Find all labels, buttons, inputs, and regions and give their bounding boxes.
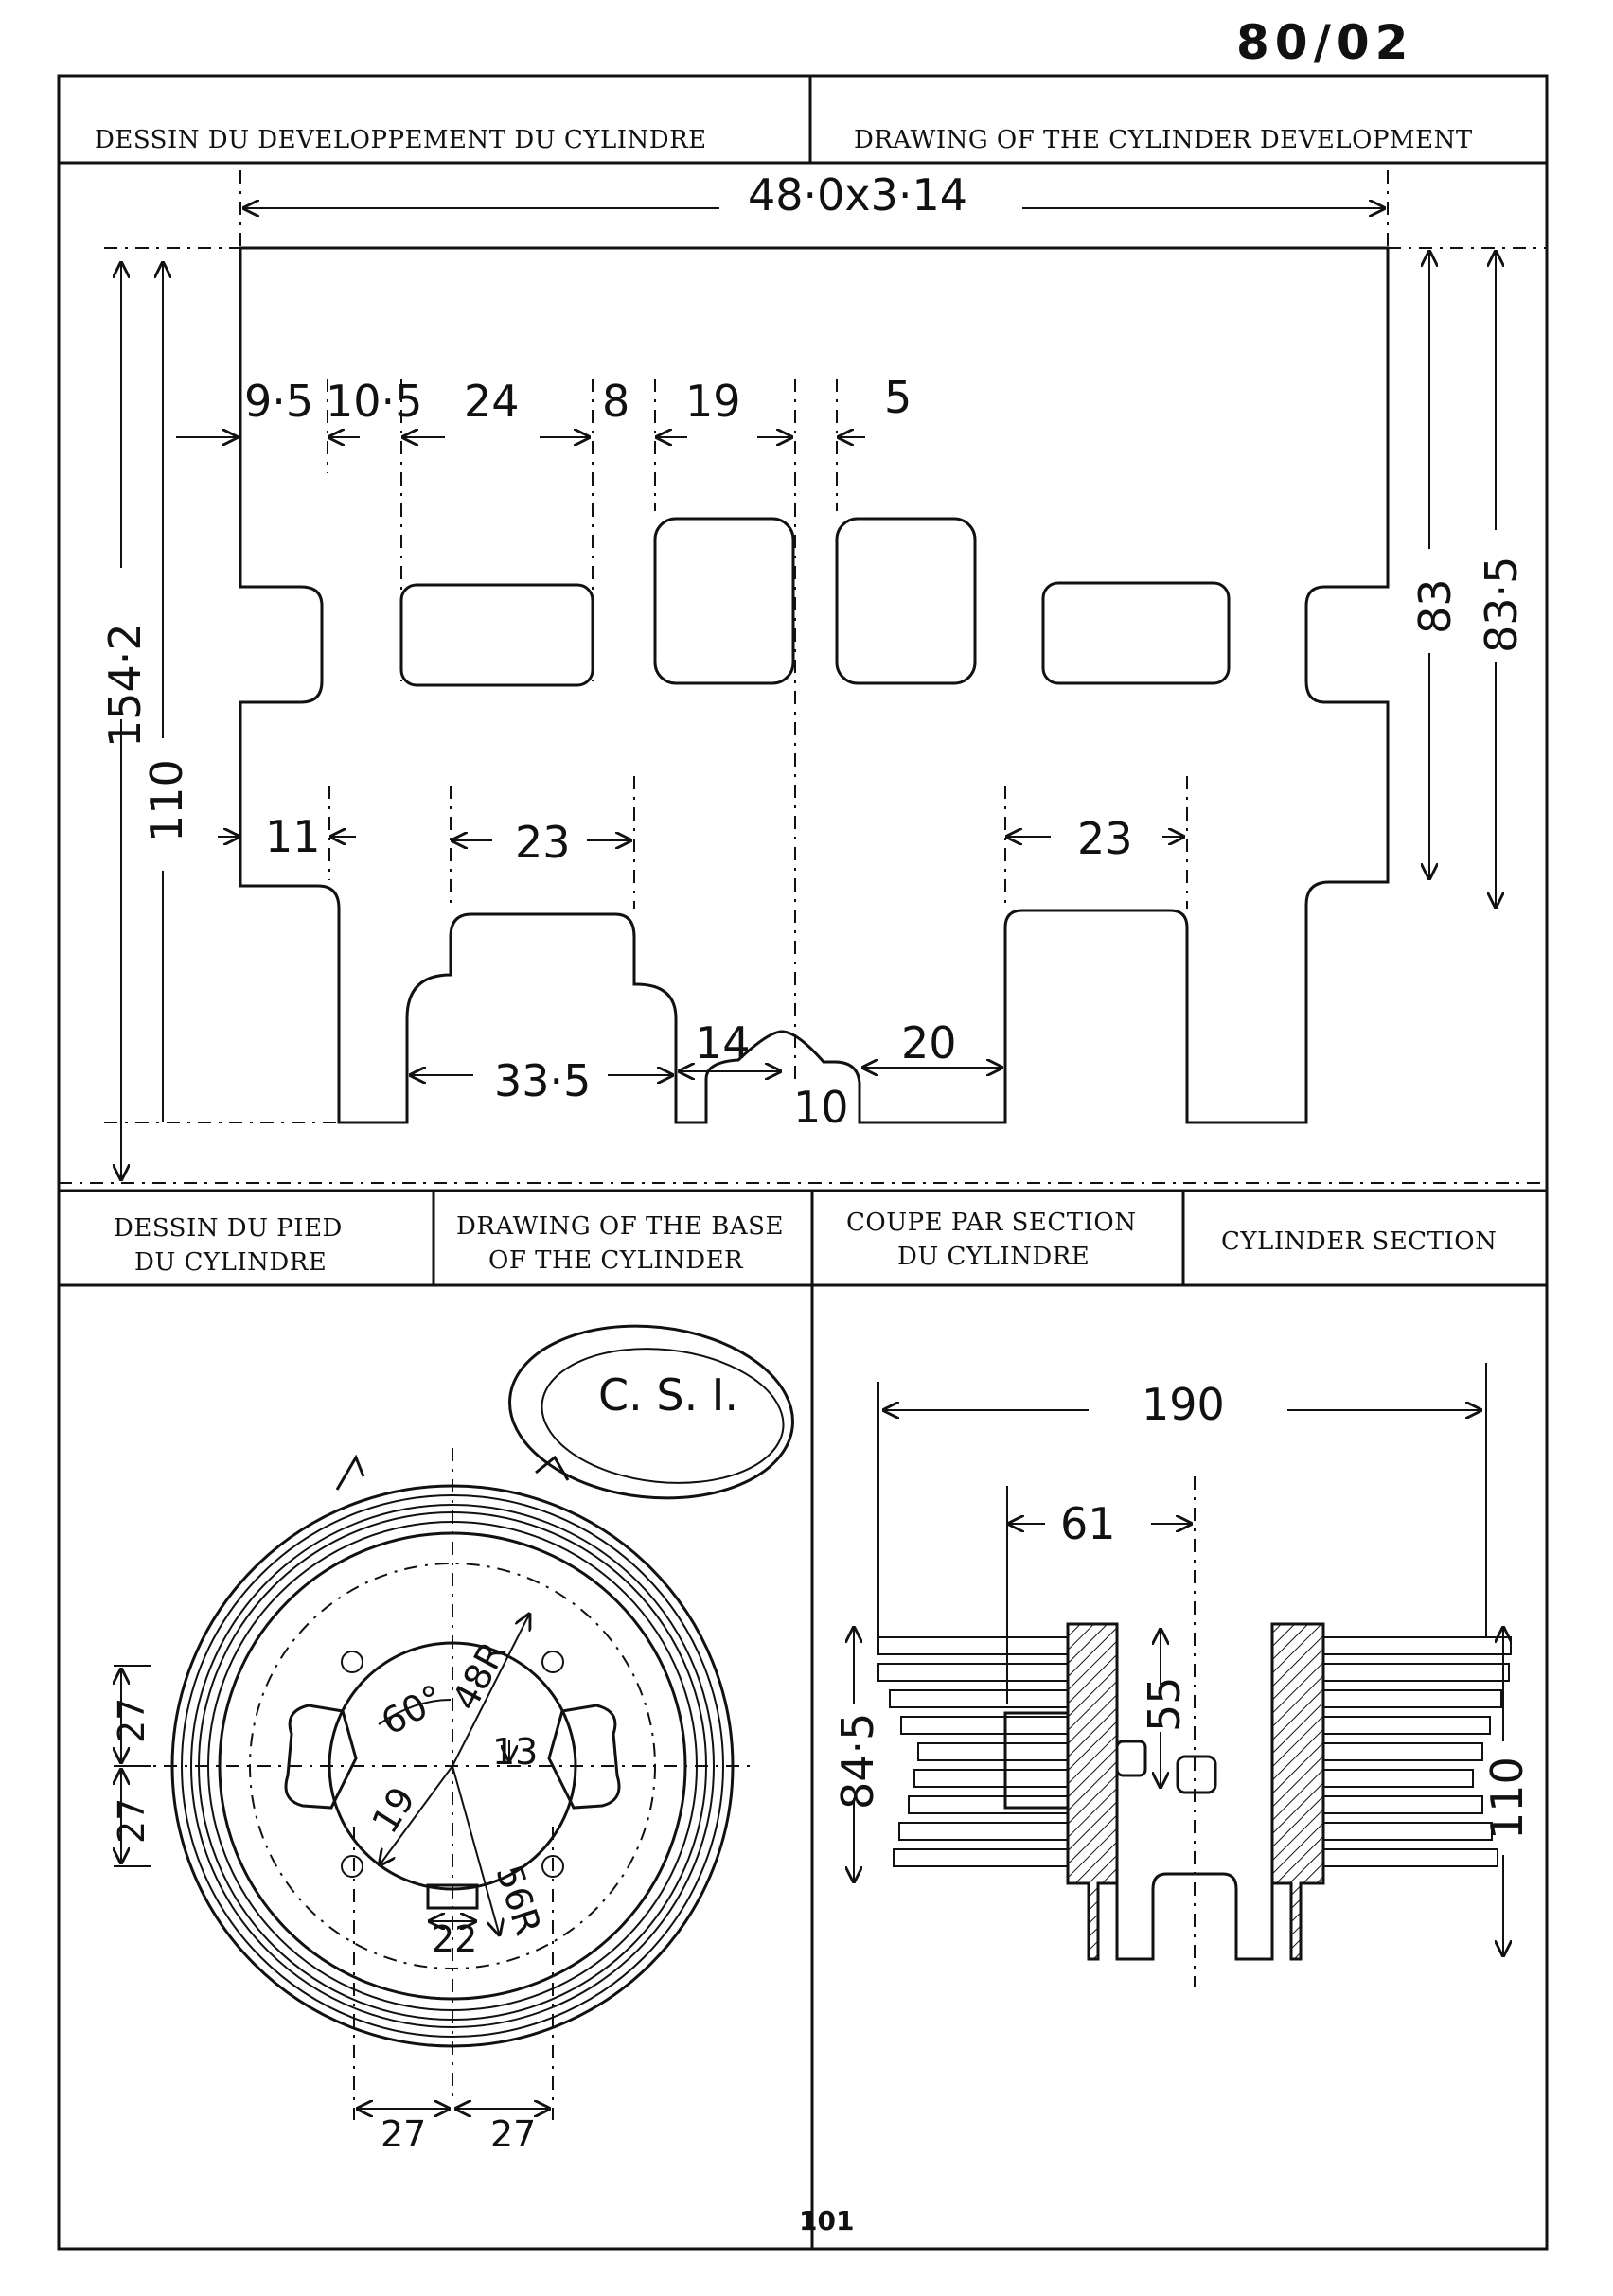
dim-5: 5 (884, 372, 912, 423)
dim-9-5: 9·5 (244, 376, 313, 427)
dim-23-right: 23 (1077, 813, 1133, 864)
dim-8: 8 (602, 376, 629, 427)
stamp: C. S. I. (508, 1324, 794, 1500)
header-base-en-line1: DRAWING OF THE BASE (456, 1212, 784, 1241)
dim-19-base: 19 (363, 1779, 423, 1840)
sheet-number: 80/02 (1236, 15, 1413, 70)
dim-27-horizontal-right: 27 (490, 2113, 536, 2155)
dim-10-5: 10·5 (326, 376, 422, 427)
dim-total-width: 48·0x3·14 (748, 169, 967, 221)
dim-right-83: 83 (1409, 578, 1461, 634)
stamp-text: C. S. I. (598, 1369, 738, 1421)
dim-27-vertical-lower: 27 (111, 1798, 152, 1844)
dim-13: 13 (492, 1731, 538, 1773)
dim-27-vertical-upper: 27 (111, 1698, 152, 1743)
dim-190: 190 (1142, 1379, 1225, 1430)
dim-14: 14 (695, 1017, 751, 1069)
header-base-fr-line2: DU CYLINDRE (134, 1248, 327, 1277)
dim-11: 11 (265, 811, 321, 862)
cylinder-section-view (877, 1476, 1512, 1987)
cylinder-base-view (114, 1448, 757, 2120)
header-section-en: CYLINDER SECTION (1221, 1227, 1497, 1256)
dim-55: 55 (1139, 1676, 1190, 1732)
dim-27-horizontal-left: 27 (381, 2113, 426, 2155)
dim-33-5: 33·5 (494, 1055, 591, 1106)
header-base-fr-line1: DESSIN DU PIED (114, 1214, 343, 1243)
header-development-fr: DESSIN DU DEVELOPPEMENT DU CYLINDRE (95, 126, 707, 154)
cylinder-development-outline (239, 246, 1390, 1124)
dim-10: 10 (793, 1082, 849, 1133)
dim-20: 20 (901, 1017, 957, 1069)
header-section-fr-line1: COUPE PAR SECTION (846, 1209, 1136, 1237)
development-extension-lines (59, 170, 1547, 1184)
dim-23-left: 23 (515, 817, 571, 868)
dim-22: 22 (432, 1918, 477, 1960)
dim-19: 19 (685, 376, 741, 427)
development-dimension-lines (121, 208, 1496, 1181)
header-development-en: DRAWING OF THE CYLINDER DEVELOPMENT (854, 126, 1473, 154)
dim-angle-60: 60° (375, 1676, 451, 1742)
dim-84-5: 84·5 (832, 1713, 883, 1810)
page-number: 101 (799, 2205, 854, 2236)
dim-110-section: 110 (1481, 1757, 1533, 1840)
dim-24: 24 (464, 376, 520, 427)
section-left-fins (877, 1636, 1069, 1867)
dim-total-height: 154·2 (99, 623, 151, 748)
dim-radius-48: 48R (444, 1635, 514, 1718)
dim-61: 61 (1060, 1498, 1116, 1549)
header-base-en-line2: OF THE CYLINDER (488, 1246, 744, 1275)
sheet-frame (57, 74, 1549, 2251)
dim-inner-height: 110 (141, 759, 192, 842)
dim-right-83-5: 83·5 (1476, 556, 1527, 653)
header-section-fr-line2: DU CYLINDRE (897, 1243, 1090, 1271)
section-dimension-lines (854, 1363, 1503, 1957)
